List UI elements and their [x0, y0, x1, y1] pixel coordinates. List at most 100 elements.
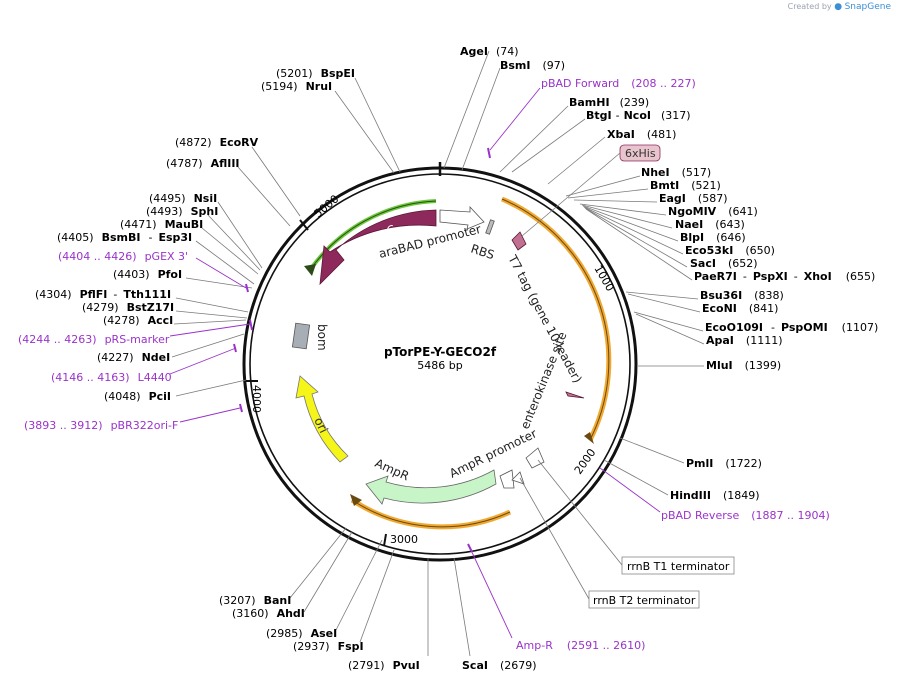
- BanI-pos: (3207): [219, 594, 256, 607]
- RBS-feature[interactable]: [485, 219, 495, 235]
- araC-feature[interactable]: [319, 209, 437, 286]
- NgoMIV-pos: (641): [728, 205, 758, 218]
- rrnB-T1-feature[interactable]: [525, 447, 545, 469]
- Bsu36I-site[interactable]: Bsu36I(838): [700, 289, 784, 302]
- araBAD-promoter-feature[interactable]: [439, 205, 485, 230]
- AccI-lead: [173, 319, 247, 325]
- SacI-name: SacI: [690, 257, 716, 270]
- PciI-site[interactable]: (4048)PciI: [104, 390, 171, 403]
- rrnB-T2-box[interactable]: [588, 590, 700, 609]
- MluI-site[interactable]: MluI(1399): [706, 359, 781, 372]
- Eco53kI-pos: (650): [745, 244, 775, 257]
- BsmI-site[interactable]: BsmI(97): [500, 59, 565, 72]
- rrnB-T1-label: rrnB T1 terminator: [627, 560, 730, 573]
- sixHis-label: 6xHis: [625, 147, 656, 160]
- plasmid-size: 5486 bp: [417, 359, 462, 372]
- BlpI-site[interactable]: BlpI(646): [680, 231, 746, 244]
- HindIII-lead: [603, 459, 669, 496]
- BamHI-pos: (239): [620, 96, 650, 109]
- ori-feature[interactable]: [295, 375, 349, 463]
- AhdI-site[interactable]: (3160)AhdI: [232, 607, 305, 620]
- NdeI-name: NdeI: [142, 351, 171, 364]
- EcoNI-lead: [627, 293, 701, 313]
- BsmBI-name: BsmBI: [102, 231, 141, 244]
- pBR322ori-F-primer[interactable]: (3893 .. 3912)pBR322ori-F: [24, 419, 178, 432]
- PvuI-site[interactable]: (2791)PvuI: [348, 659, 420, 672]
- ApaI-pos: (1111): [746, 334, 783, 347]
- AmpR-promoter-feature[interactable]: [499, 469, 515, 489]
- Eco53kI-site[interactable]: Eco53kI(650): [685, 244, 775, 257]
- MauBI-site[interactable]: (4471)MauBI: [120, 218, 203, 231]
- Esp3I-name: Esp3I: [158, 231, 192, 244]
- PaeR7I-pos: (655): [846, 270, 876, 283]
- BsmI-lead: [461, 67, 501, 171]
- BtgI-site[interactable]: BtgI-NcoI(317): [586, 109, 691, 122]
- PspXI-name: PspXI: [753, 270, 788, 283]
- NruI-site[interactable]: (5194)NruI: [261, 80, 332, 93]
- Amp-R-primer[interactable]: Amp-R(2591 .. 2610): [516, 639, 645, 652]
- AseI-site[interactable]: (2985)AseI: [266, 627, 337, 640]
- AflIII-name: AflIII: [211, 157, 240, 170]
- pBAD-Reverse-primer[interactable]: pBAD Reverse(1887 .. 1904): [661, 509, 830, 522]
- BtgI-lead: [511, 118, 586, 173]
- BsmBI-pos: (4405): [57, 231, 94, 244]
- EcoNI-site[interactable]: EcoNI(841): [702, 302, 778, 315]
- BspEI-site[interactable]: (5201)BspEI: [276, 67, 355, 80]
- BmtI-site[interactable]: BmtI(521): [650, 179, 721, 192]
- XbaI-pos: (481): [647, 128, 677, 141]
- pBAD-Reverse-name: pBAD Reverse: [661, 509, 739, 522]
- rrnB-T2-feature[interactable]: [511, 471, 525, 485]
- enterokinase-feature[interactable]: [565, 391, 585, 399]
- bom-feature[interactable]: [291, 322, 311, 350]
- FspI-site[interactable]: (2937)FspI: [293, 640, 364, 653]
- AmpR-feature[interactable]: [365, 469, 497, 505]
- ScaI-site[interactable]: ScaI(2679): [462, 659, 537, 672]
- AseI-pos: (2985): [266, 627, 303, 640]
- pBAD-Forward-range: (208 .. 227): [631, 77, 696, 90]
- SacI-lead: [584, 207, 688, 268]
- PfoI-site[interactable]: (4403)PfoI: [113, 268, 182, 281]
- NaeI-site[interactable]: NaeI(643): [675, 218, 745, 231]
- BtgI-pos: (317): [661, 109, 691, 122]
- insert-bracket-line: [501, 198, 610, 441]
- BanI-site[interactable]: (3207)BanI: [219, 594, 291, 607]
- BlpI-pos: (646): [716, 231, 746, 244]
- Bsu36I-name: Bsu36I: [700, 289, 742, 302]
- pRS-marker-primer[interactable]: (4244 .. 4263)pRS-marker: [18, 333, 170, 346]
- BtgI-name: BtgI: [586, 109, 612, 122]
- AgeI-site[interactable]: AgeI(74): [460, 45, 519, 58]
- T7-tag-feature[interactable]: [511, 231, 527, 251]
- PciI-lead: [175, 379, 247, 397]
- EcoRV-site[interactable]: (4872)EcoRV: [175, 136, 259, 149]
- PaeR7I-site[interactable]: PaeR7I-PspXI-XhoI(655): [694, 270, 875, 283]
- EagI-site[interactable]: EagI(587): [659, 192, 728, 205]
- BstZ17I-pos: (4279): [82, 301, 119, 314]
- BamHI-site[interactable]: BamHI(239): [569, 96, 649, 109]
- XbaI-site[interactable]: XbaI(481): [607, 128, 676, 141]
- pGEX-3-primer[interactable]: (4404 .. 4426)pGEX 3': [58, 250, 188, 263]
- PmlI-site[interactable]: PmlI(1722): [686, 457, 762, 470]
- EcoNI-pos: (841): [749, 302, 779, 315]
- ApaI-site[interactable]: ApaI(1111): [706, 334, 782, 347]
- AflIII-site[interactable]: (4787)AflIII: [166, 157, 240, 170]
- NsiI-site[interactable]: (4495)NsiI: [149, 192, 217, 205]
- AflIII-lead: [237, 166, 291, 227]
- NheI-site[interactable]: NheI(517): [641, 166, 711, 179]
- PflFI-site[interactable]: (4304)PflFI-Tth111I: [35, 288, 171, 301]
- FspI-lead: [359, 549, 395, 643]
- NdeI-site[interactable]: (4227)NdeI: [97, 351, 170, 364]
- BsmBI-site[interactable]: (4405)BsmBI-Esp3I: [57, 231, 192, 244]
- rrnB-T1-box[interactable]: [621, 556, 735, 575]
- SphI-site[interactable]: (4493)SphI: [146, 205, 218, 218]
- L4440-primer[interactable]: (4146 .. 4163)L4440: [51, 371, 172, 384]
- EcoO109I-site[interactable]: EcoO109I-PspOMI(1107): [705, 321, 878, 334]
- ScaI-pos: (2679): [500, 659, 537, 672]
- NgoMIV-site[interactable]: NgoMIV(641): [668, 205, 758, 218]
- AhdI-name: AhdI: [277, 607, 305, 620]
- HindIII-site[interactable]: HindIII(1849): [670, 489, 760, 502]
- SacI-site[interactable]: SacI(652): [690, 257, 758, 270]
- BstZ17I-site[interactable]: (4279)BstZ17I: [82, 301, 174, 314]
- AccI-site[interactable]: (4278)AccI: [103, 314, 173, 327]
- pBAD-Forward-primer[interactable]: pBAD Forward(208 .. 227): [541, 77, 696, 90]
- bom-label: bom: [315, 324, 329, 351]
